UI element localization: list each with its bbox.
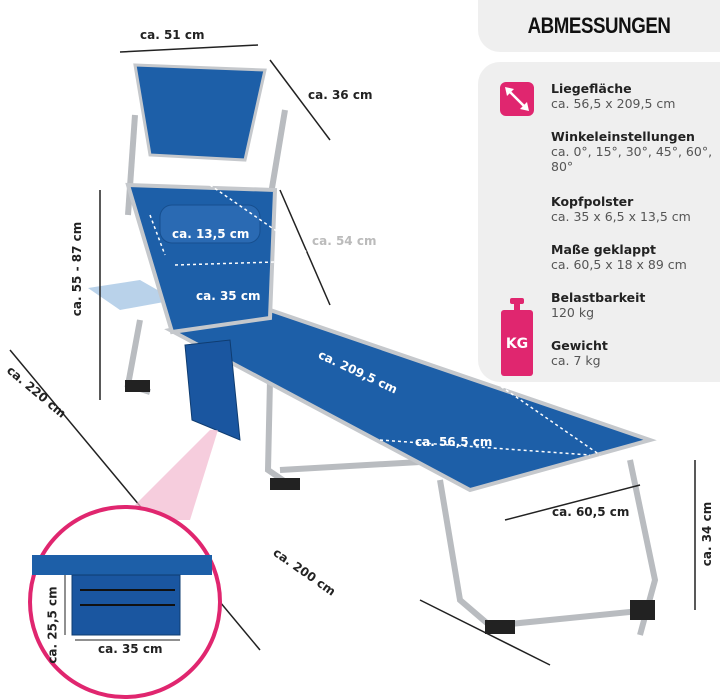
- dim-pocket-width: ca. 35 cm: [98, 642, 163, 656]
- side-pocket: [184, 339, 241, 441]
- side-tray: [88, 280, 175, 310]
- dim-pocket-height: ca. 25,5 cm: [45, 586, 60, 664]
- title-banner: ABMESSUNGEN: [478, 0, 720, 52]
- kg-weight-icon: KG: [500, 298, 534, 376]
- dim-bed-width: ca. 56,5 cm: [415, 435, 493, 449]
- dim-pillow-depth: ca. 13,5 cm: [172, 227, 250, 241]
- dim-backrest-length: ca. 54 cm: [312, 234, 377, 248]
- head-pillow: [159, 204, 261, 244]
- page-title: ABMESSUNGEN: [527, 13, 671, 38]
- diagonal-arrow-icon: [500, 82, 534, 116]
- dim-canopy-width: ca. 51 cm: [140, 28, 205, 42]
- svg-text:KG: KG: [506, 336, 528, 352]
- dim-height-range: ca. 55 - 87 cm: [70, 221, 85, 317]
- sun-canopy: [133, 63, 267, 162]
- dim-canopy-depth: ca. 36 cm: [308, 88, 373, 102]
- frame-legs: [124, 109, 659, 636]
- dim-total-width: ca. 60,5 cm: [552, 505, 630, 519]
- dim-pillow-width: ca. 35 cm: [196, 289, 261, 303]
- dim-seat-height: ca. 34 cm: [700, 501, 714, 567]
